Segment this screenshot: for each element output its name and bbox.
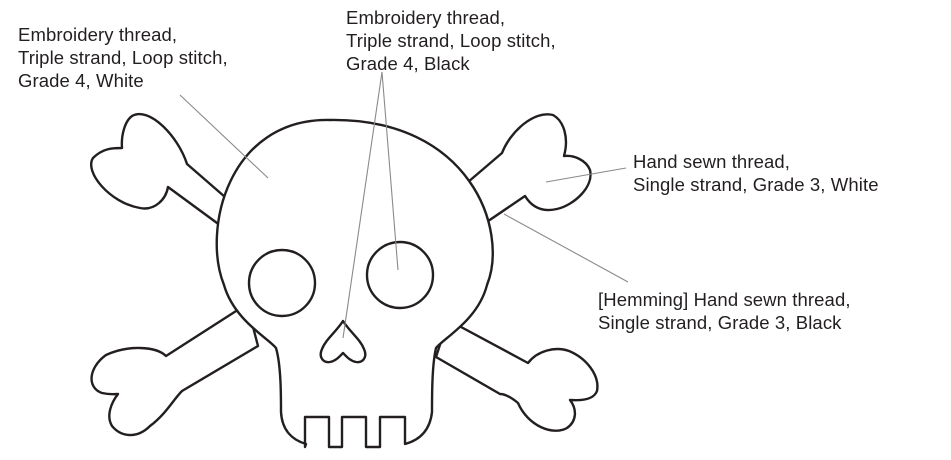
callout-line: Embroidery thread, bbox=[18, 23, 228, 46]
callout-line: Triple strand, Loop stitch, bbox=[18, 46, 228, 69]
callout-line: Grade 4, Black bbox=[346, 52, 556, 75]
callout-embroidery-black: Embroidery thread, Triple strand, Loop s… bbox=[346, 6, 556, 75]
callout-line: Embroidery thread, bbox=[346, 6, 556, 29]
callout-line: Triple strand, Loop stitch, bbox=[346, 29, 556, 52]
callout-embroidery-white: Embroidery thread, Triple strand, Loop s… bbox=[18, 23, 228, 92]
callout-line: [Hemming] Hand sewn thread, bbox=[598, 288, 851, 311]
bone-bottom-left bbox=[92, 304, 258, 435]
leader-embroidery-white bbox=[180, 95, 268, 178]
eye-right bbox=[367, 242, 433, 308]
callout-line: Single strand, Grade 3, Black bbox=[598, 311, 851, 334]
bone-top-left bbox=[91, 114, 240, 234]
callout-hand-sewn-white: Hand sewn thread, Single strand, Grade 3… bbox=[633, 150, 879, 196]
bone-bottom-right bbox=[436, 320, 597, 431]
eye-left bbox=[249, 250, 315, 316]
callout-line: Hand sewn thread, bbox=[633, 150, 879, 173]
callout-line: Single strand, Grade 3, White bbox=[633, 173, 879, 196]
leader-hemming-black bbox=[504, 214, 628, 282]
callout-line: Grade 4, White bbox=[18, 69, 228, 92]
callout-hemming-black: [Hemming] Hand sewn thread, Single stran… bbox=[598, 288, 851, 334]
